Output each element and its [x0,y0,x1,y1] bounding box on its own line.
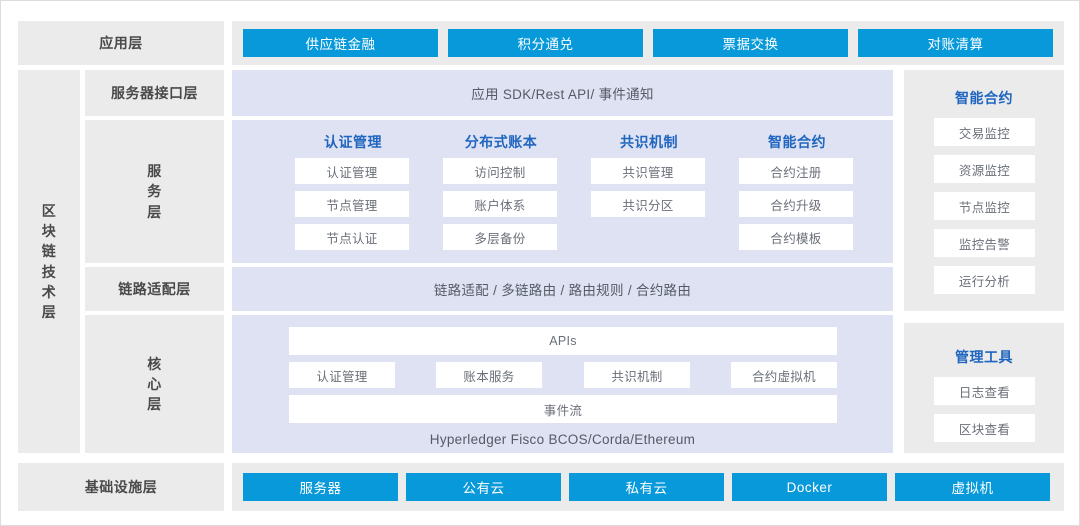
infrastructure-layer-label: 基础设施层 [18,463,224,511]
side-chip-transaction-monitoring[interactable]: 交易监控 [934,118,1035,146]
service-label-char-0: 服 [147,163,162,180]
service-column-head-consensus: 共识机制 [620,134,678,150]
service-layer-panel: 认证管理 认证管理 节点管理 节点认证 分布式账本 访问控制 账户体系 多层备份… [232,120,893,263]
core-layer-label: 核 心 层 [85,315,224,453]
service-chip-account-system[interactable]: 账户体系 [443,191,557,217]
service-chip-node-management[interactable]: 节点管理 [295,191,409,217]
core-apis-bar[interactable]: APIs [289,327,837,355]
service-label-char-2: 层 [147,203,162,220]
service-chip-consensus-management[interactable]: 共识管理 [591,158,705,184]
side-chip-block-viewer[interactable]: 区块查看 [934,414,1035,442]
service-chip-multilayer-backup[interactable]: 多层备份 [443,224,557,250]
service-column-head-auth: 认证管理 [324,134,382,150]
infra-item-private-cloud[interactable]: 私有云 [569,473,724,501]
service-layer-label: 服 务 层 [85,120,224,263]
core-module-ledger-service[interactable]: 账本服务 [436,362,542,388]
application-layer-label: 应用层 [18,21,224,65]
service-chip-consensus-partition[interactable]: 共识分区 [591,191,705,217]
tech-label-char-2: 链 [41,243,57,260]
core-layer-panel: APIs 认证管理 账本服务 共识机制 合约虚拟机 事件流 Hyperledge… [232,315,893,453]
core-module-contract-vm[interactable]: 合约虚拟机 [731,362,837,388]
tech-label-char-3: 技 [41,263,57,280]
tech-label-char-5: 层 [41,304,57,321]
side-panel-management-tools: 管理工具 日志查看 区块查看 [904,323,1064,453]
tech-label-char-0: 区 [41,202,57,219]
server-interface-layer-label: 服务器接口层 [85,70,224,116]
core-platform-text: Hyperledger Fisco BCOS/Corda/Ethereum [429,431,696,447]
side-chip-node-monitoring[interactable]: 节点监控 [934,192,1035,220]
infra-item-virtual-machine[interactable]: 虚拟机 [895,473,1050,501]
service-column-head-distributed-ledger: 分布式账本 [464,134,538,150]
application-layer-strip: 供应链金融 积分通兑 票据交换 对账清算 [232,21,1064,65]
app-item-reconciliation-settlement[interactable]: 对账清算 [858,29,1053,57]
service-column-head-smart-contract: 智能合约 [768,134,826,150]
app-item-bill-exchange[interactable]: 票据交换 [653,29,848,57]
app-item-points-exchange[interactable]: 积分通兑 [448,29,643,57]
infra-item-public-cloud[interactable]: 公有云 [406,473,561,501]
core-module-auth-management[interactable]: 认证管理 [289,362,395,388]
side-chip-operation-analysis[interactable]: 运行分析 [934,266,1035,294]
core-label-char-0: 核 [147,355,162,372]
service-label-char-1: 务 [147,183,162,200]
side-panel-smart-contract: 智能合约 交易监控 资源监控 节点监控 监控告警 运行分析 [904,70,1064,311]
service-chip-auth-management[interactable]: 认证管理 [295,158,409,184]
tech-label-char-4: 术 [41,283,57,300]
app-item-supply-chain-finance[interactable]: 供应链金融 [243,29,438,57]
link-adaptation-layer-band: 链路适配 / 多链路由 / 路由规则 / 合约路由 [232,267,893,311]
infra-item-docker[interactable]: Docker [732,473,887,501]
infrastructure-layer-strip: 服务器 公有云 私有云 Docker 虚拟机 [232,463,1064,511]
core-event-stream-bar[interactable]: 事件流 [289,395,837,423]
side-panel-smart-contract-head: 智能合约 [955,90,1013,106]
side-chip-log-viewer[interactable]: 日志查看 [934,377,1035,405]
service-chip-contract-registration[interactable]: 合约注册 [739,158,853,184]
blockchain-tech-layer-label: 区 块 链 技 术 层 [18,70,80,453]
side-chip-resource-monitoring[interactable]: 资源监控 [934,155,1035,183]
core-label-char-1: 心 [147,375,162,392]
core-label-char-2: 层 [147,396,162,413]
infra-item-server[interactable]: 服务器 [243,473,398,501]
tech-label-char-1: 块 [41,222,57,239]
link-adaptation-layer-label: 链路适配层 [85,267,224,311]
service-chip-access-control[interactable]: 访问控制 [443,158,557,184]
service-chip-contract-template[interactable]: 合约模板 [739,224,853,250]
side-panel-management-tools-head: 管理工具 [955,349,1013,365]
side-chip-monitoring-alarm[interactable]: 监控告警 [934,229,1035,257]
service-chip-node-auth[interactable]: 节点认证 [295,224,409,250]
service-chip-contract-upgrade[interactable]: 合约升级 [739,191,853,217]
server-interface-layer-band: 应用 SDK/Rest API/ 事件通知 [232,70,893,116]
core-module-consensus-mechanism[interactable]: 共识机制 [584,362,690,388]
